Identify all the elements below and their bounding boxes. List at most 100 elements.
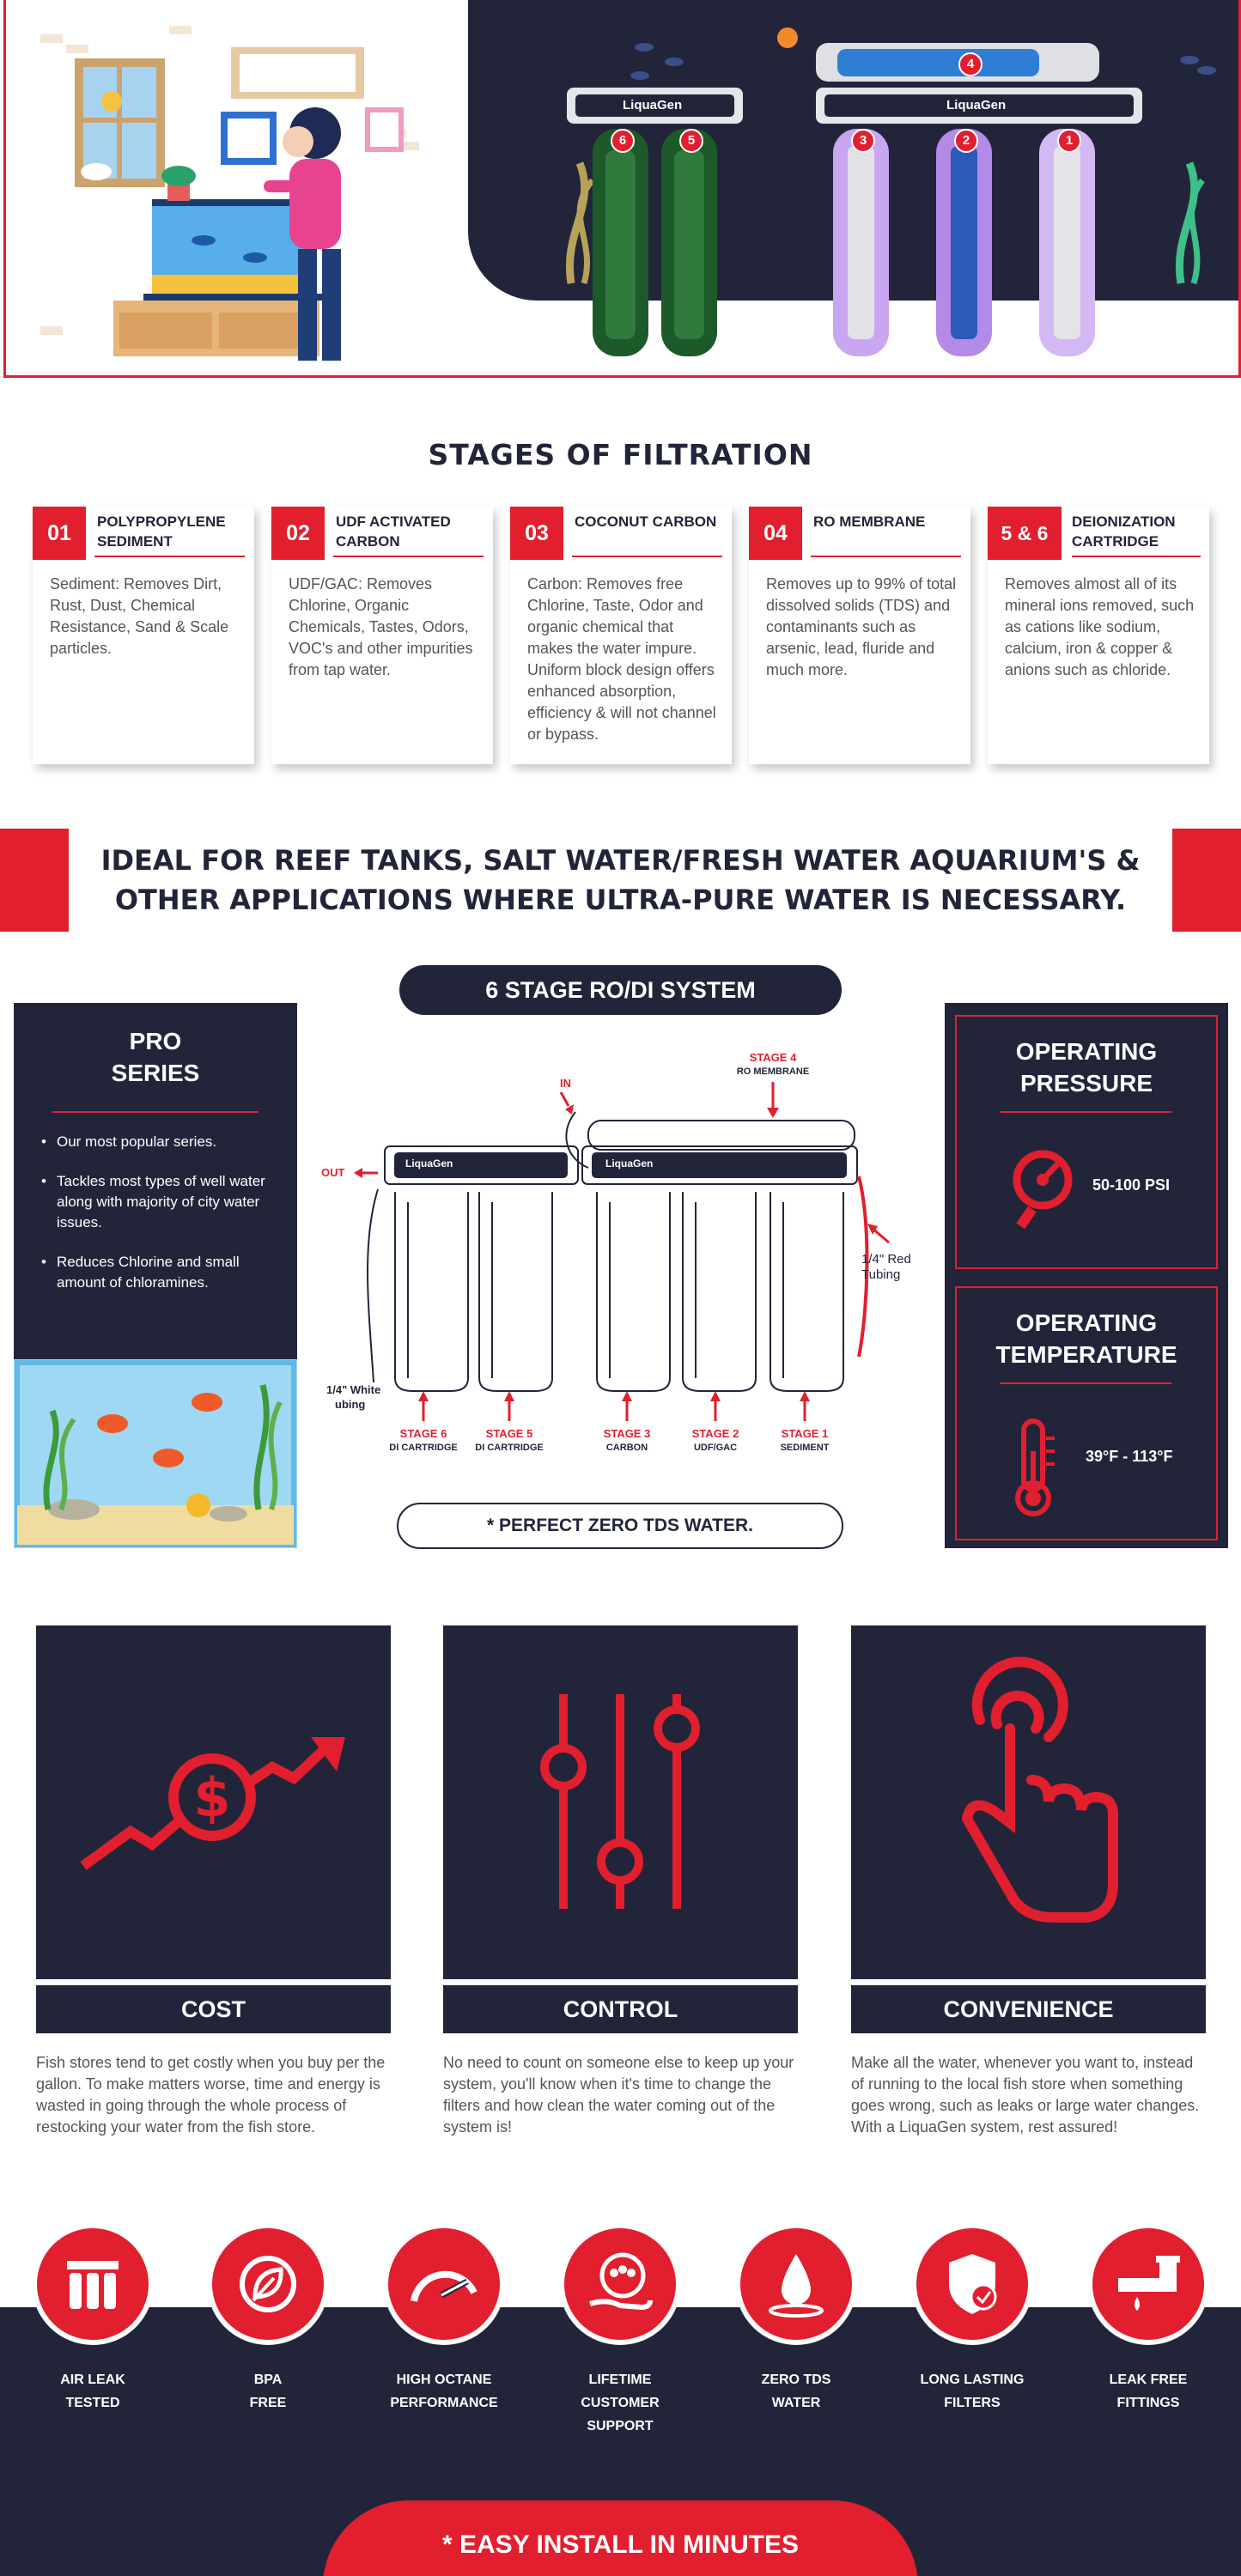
control-label: CONTROL xyxy=(443,1985,798,2033)
stage-card: 02 UDF Activated Carbon UDF/GAC: Removes… xyxy=(271,507,493,764)
stage-number: 01 xyxy=(33,507,86,560)
long-lasting-badge xyxy=(911,2223,1033,2345)
banner-line-1: IDEAL FOR REEF TANKS, SALT WATER/FRESH W… xyxy=(100,844,1141,877)
op-title-line-2: TEMPERATURE xyxy=(995,1341,1177,1368)
applications-banner: IDEAL FOR REEF TANKS, SALT WATER/FRESH W… xyxy=(0,829,1241,932)
stage-number: 04 xyxy=(749,507,802,560)
rodi-diagram: LiquaGen LiquaGen STAGE 4 RO MEMBRANE IN… xyxy=(309,1039,936,1485)
badge-label: HIGH OCTANE PERFORMANCE xyxy=(390,2372,498,2410)
leaf-icon xyxy=(240,2256,296,2312)
stage-name: Deionization Cartridge xyxy=(1072,513,1176,550)
list-item: Reduces Chlorine and small amount of chl… xyxy=(40,1252,284,1293)
stage-badge: 6 xyxy=(611,129,635,153)
stage-card: 03 Coconut Carbon Carbon: Removes free C… xyxy=(510,507,732,764)
stage-name: RO Membrane xyxy=(813,513,926,530)
badge-label: LONG LASTING FILTERS xyxy=(920,2372,1025,2410)
sliders-icon xyxy=(540,1694,700,1909)
stage-card: 01 Polypropylene Sediment Sediment: Remo… xyxy=(33,507,254,764)
water-drop-icon xyxy=(769,2254,824,2318)
aquarium-illustration xyxy=(3,0,471,378)
convenience-label: CONVENIENCE xyxy=(851,1985,1206,2033)
stage-description: UDF/GAC: Removes Chlorine, Organic Chemi… xyxy=(289,575,473,678)
stage-number: 02 xyxy=(271,507,325,560)
zero-tds-badge xyxy=(735,2223,857,2345)
money-trend-icon: $ xyxy=(80,1737,345,1870)
shield-check-icon xyxy=(949,2254,997,2314)
pro-feature-list: Our most popular series. Tackles most ty… xyxy=(40,1132,284,1312)
brand-logo-right: LiquaGen xyxy=(946,98,1007,112)
badge-label: LIFETIME CUSTOMER SUPPORT xyxy=(581,2372,660,2433)
list-item: Our most popular series. xyxy=(40,1132,284,1152)
red-tubing-label: 1/4" Red Tubing xyxy=(861,1252,911,1282)
pressure-gauge-icon xyxy=(1013,1150,1073,1230)
stage-card: 04 RO Membrane Removes up to 99% of tota… xyxy=(749,507,970,764)
badge-label: AIR LEAK TESTED xyxy=(60,2372,125,2410)
stage-badge: 3 xyxy=(851,129,875,153)
white-tubing-label: 1/4" White ubing xyxy=(326,1383,381,1411)
high-octane-badge xyxy=(383,2223,505,2345)
operating-panel: OPERATING PRESSURE 50-100 PSI OPERATING … xyxy=(945,1003,1228,1548)
stage-5-label: STAGE 5 DI CARTRIDGE xyxy=(475,1427,544,1453)
op-title-line-1: OPERATING xyxy=(1015,1038,1158,1065)
control-text: No need to count on someone else to keep… xyxy=(443,2054,794,2136)
brand-logo-left: LiquaGen xyxy=(623,98,683,112)
operating-temperature-value: 39°F - 113°F xyxy=(1086,1448,1173,1465)
stage-description: Sediment: Removes Dirt, Rust, Dust, Chem… xyxy=(50,575,229,657)
support-hand-icon xyxy=(589,2252,653,2311)
stage4-label: STAGE 4 xyxy=(749,1051,797,1064)
fish-tank-illustration xyxy=(14,1359,297,1548)
cost-label: COST xyxy=(36,1985,391,2033)
filter-system-photo: LiquaGen LiquaGen 6 5 4 3 2 1 xyxy=(468,0,1241,378)
hero-section: LiquaGen LiquaGen 6 5 4 3 2 1 xyxy=(0,0,1241,382)
out-label: OUT xyxy=(321,1166,345,1179)
pro-title-line-1: PRO xyxy=(129,1028,182,1054)
banner-line-2: OTHER APPLICATIONS WHERE ULTRA-PURE WATE… xyxy=(114,884,1127,916)
filter-housing-icon xyxy=(67,2261,119,2309)
pro-series-panel: PRO SERIES Our most popular series. Tack… xyxy=(14,1003,297,1359)
easy-install-banner: * EASY INSTALL IN MINUTES xyxy=(323,2500,918,2576)
operating-pressure-value: 50-100 PSI xyxy=(1092,1176,1171,1194)
stage-badge: 2 xyxy=(954,129,978,153)
op-title-line-1: OPERATING xyxy=(1015,1309,1158,1336)
thermometer-icon xyxy=(1015,1419,1055,1516)
stage-description: Removes almost all of its mineral ions r… xyxy=(1005,575,1195,678)
stage-name: Polypropylene Sediment xyxy=(97,513,226,550)
convenience-image xyxy=(851,1625,1206,1979)
tap-hand-icon xyxy=(961,1656,1118,1923)
stage-card: 5 & 6 Deionization Cartridge Removes alm… xyxy=(988,507,1209,764)
op-title-line-2: PRESSURE xyxy=(1019,1070,1153,1097)
speedometer-icon xyxy=(411,2270,478,2302)
air-leak-badge xyxy=(32,2223,154,2345)
stage-1-label: STAGE 1 SEDIMENT xyxy=(780,1427,830,1453)
in-label: IN xyxy=(560,1077,571,1090)
operating-pressure-box: OPERATING PRESSURE 50-100 PSI xyxy=(955,1015,1218,1269)
stage-number: 5 & 6 xyxy=(988,507,1062,560)
zero-tds-pill: * PERFECT ZERO TDS WATER. xyxy=(397,1503,843,1549)
stage-badge: 1 xyxy=(1057,129,1081,153)
stage-name: UDF Activated Carbon xyxy=(336,513,451,550)
operating-temperature-box: OPERATING TEMPERATURE 39°F - 113°F xyxy=(955,1286,1218,1540)
rodi-title: 6 STAGE RO/DI SYSTEM xyxy=(399,965,842,1015)
diagram-brand-left: LiquaGen xyxy=(405,1157,453,1170)
stage-2-label: STAGE 2 UDF/GAC xyxy=(691,1427,739,1453)
convenience-text: Make all the water, whenever you want to… xyxy=(851,2054,1200,2136)
stage4-sub-label: RO MEMBRANE xyxy=(736,1066,810,1077)
svg-text:$: $ xyxy=(193,1766,230,1829)
pipe-fitting-icon xyxy=(1118,2256,1180,2311)
stage-name: Coconut Carbon xyxy=(575,513,717,530)
pro-title-line-2: SERIES xyxy=(111,1060,200,1086)
stages-title: STAGES OF FILTRATION xyxy=(428,438,813,471)
badge-label: ZERO TDS WATER xyxy=(761,2372,831,2410)
lifetime-support-badge xyxy=(559,2223,681,2345)
cost-image: $ xyxy=(36,1625,391,1979)
stage-badge: 4 xyxy=(958,52,982,76)
badge-label: BPA FREE xyxy=(249,2372,287,2410)
cost-text: Fish stores tend to get costly when you … xyxy=(36,2054,386,2136)
list-item: Tackles most types of well water along w… xyxy=(40,1171,284,1233)
stage-3-label: STAGE 3 CARBON xyxy=(603,1427,651,1453)
bpa-badge xyxy=(207,2223,329,2345)
stage-description: Carbon: Removes free Chlorine, Taste, Od… xyxy=(527,575,716,743)
stage-number: 03 xyxy=(510,507,563,560)
stage-6-label: STAGE 6 DI CARTRIDGE xyxy=(389,1427,458,1453)
leak-free-badge xyxy=(1087,2223,1209,2345)
